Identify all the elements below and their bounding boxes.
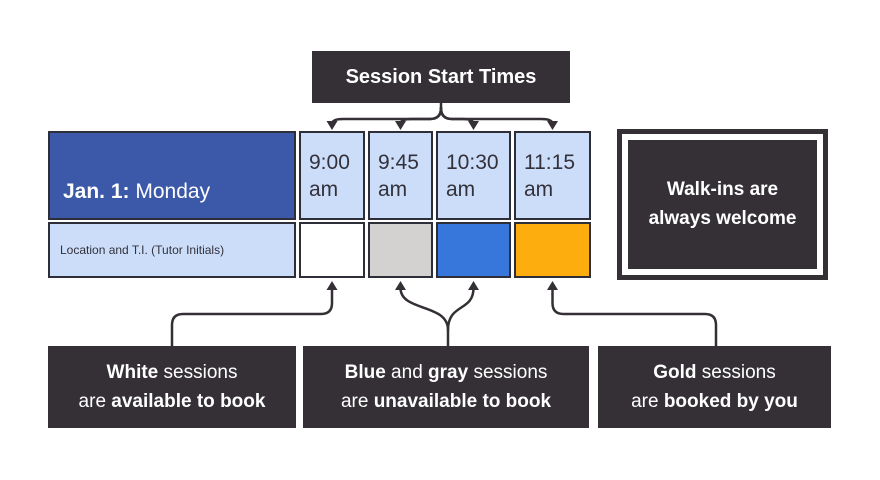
time-header-900am: 9:00 am [299,131,365,220]
day-header-label: Jan. 1: Monday [63,180,211,203]
gold-legend-connector [551,286,718,348]
session-cell-white-900am [299,222,365,278]
gray-branch-connector [399,286,450,348]
top-connector-branch-3 [439,106,475,126]
day-header-cell: Jan. 1: Monday [48,131,296,220]
down-arrowhead-1030 [468,121,479,130]
top-connector-branch-2 [399,106,443,126]
walk-ins-label: Walk-ins are always welcome [628,140,817,269]
top-connector-branch-1 [330,106,443,126]
session-cell-gray-945am [368,222,433,278]
up-arrowhead-blue [468,281,479,290]
down-arrowhead-1115 [547,121,558,130]
white-legend-connector [170,286,334,348]
session-start-times-label: Session Start Times [345,65,537,88]
walk-ins-box: Walk-ins are always welcome [617,129,828,280]
up-arrowhead-gold [547,281,558,290]
session-cell-gold-1115am [514,222,591,278]
down-arrowhead-945 [395,121,406,130]
time-header-945am: 9:45 am [368,131,433,220]
location-tutor-initials-cell: Location and T.I. (Tutor Initials) [48,222,296,278]
time-header-1030am: 10:30 am [436,131,511,220]
session-cell-blue-1030am [436,222,511,278]
down-arrowhead-900 [326,121,338,130]
up-arrowhead-white [326,281,338,290]
time-header-1115am: 11:15 am [514,131,591,220]
top-connector-branch-4 [439,106,554,126]
up-arrowhead-gray [395,281,406,290]
session-start-times-box: Session Start Times [312,51,570,103]
blue-branch-connector [446,286,475,332]
